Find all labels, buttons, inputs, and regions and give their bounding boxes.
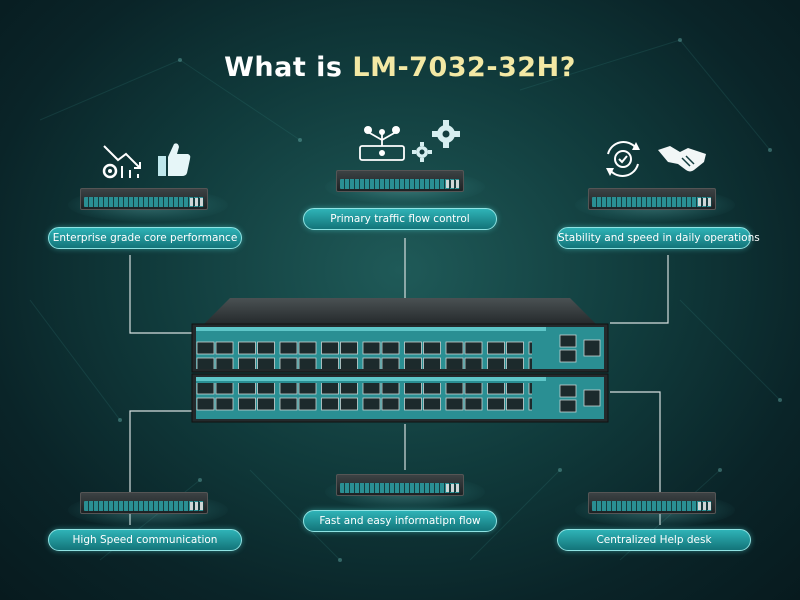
feature-stability-and-speed: Stability and speed in daily operations	[557, 227, 760, 249]
mini-switch-bottom-center	[336, 474, 464, 496]
mini-switch-top-left	[80, 188, 208, 210]
mini-switch-bottom-right	[588, 492, 716, 514]
chart-gear-icon	[102, 145, 141, 179]
network-nodes-icon	[359, 126, 405, 161]
title-model: LM-7032-32H?	[352, 52, 576, 83]
refresh-check-icon	[606, 141, 640, 177]
mini-switch-top-center	[336, 170, 464, 192]
feature-high-speed-communication: High Speed communication	[48, 529, 242, 551]
feature-centralized-help-desk: Centralized Help desk	[557, 529, 751, 551]
main-switch-image	[191, 298, 609, 423]
feature-enterprise-grade-core-performance: Enterprise grade core performance	[48, 227, 242, 249]
feature-primary-traffic-flow-control: Primary traffic flow control	[303, 208, 497, 230]
mini-switch-bottom-left	[80, 492, 208, 514]
page-title: What is LM-7032-32H?	[0, 52, 800, 83]
mini-switch-top-right	[588, 188, 716, 210]
feature-fast-and-easy-information-flow: Fast and easy informatipn flow	[303, 510, 497, 532]
title-prefix: What is	[224, 52, 353, 83]
handshake-icon	[658, 146, 706, 172]
thumbs-up-icon	[158, 143, 191, 176]
gear-icon	[412, 120, 460, 162]
